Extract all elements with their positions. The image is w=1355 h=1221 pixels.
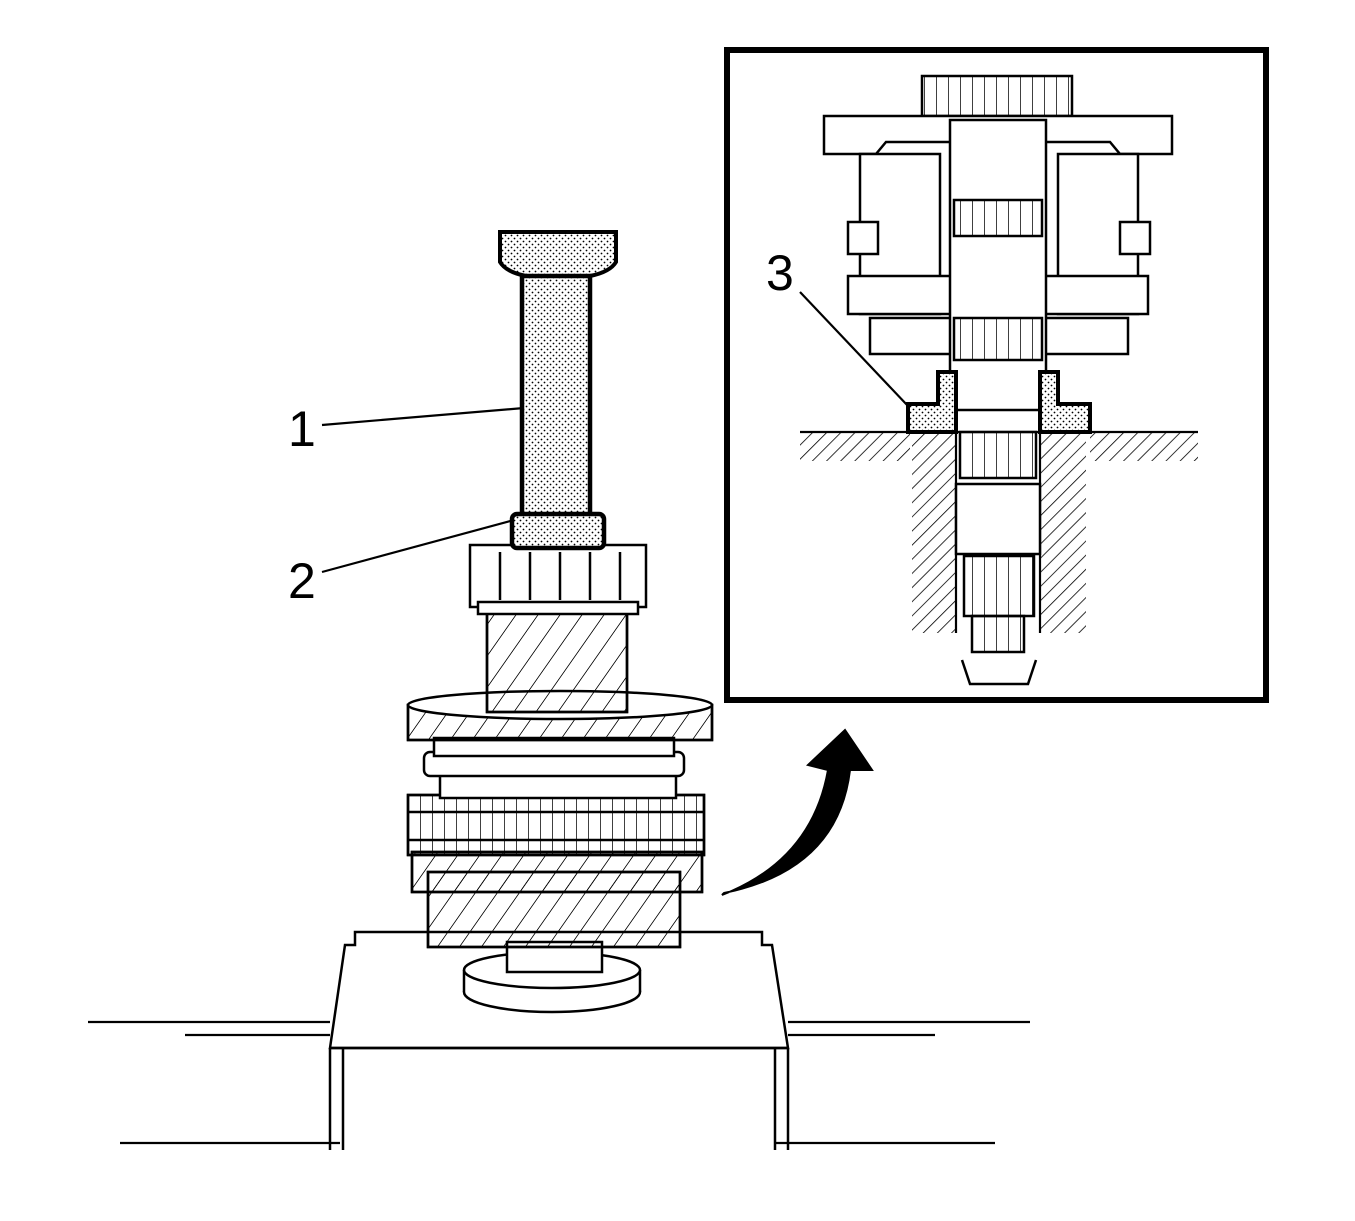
bearing-installer-adapter [509,511,607,551]
installer-seat-section [906,370,1092,434]
detail-inset: 3 [724,47,1269,703]
callout-1: 1 [288,401,316,457]
detail-arrow [721,728,874,896]
leader-lines [321,406,525,574]
callout-2: 2 [288,553,316,609]
leader-line-3 [799,291,909,407]
callout-3: 3 [766,245,794,301]
output-shaft-gear-cluster [406,543,714,1014]
press-tool [498,230,618,519]
workbench [88,1020,1030,1145]
